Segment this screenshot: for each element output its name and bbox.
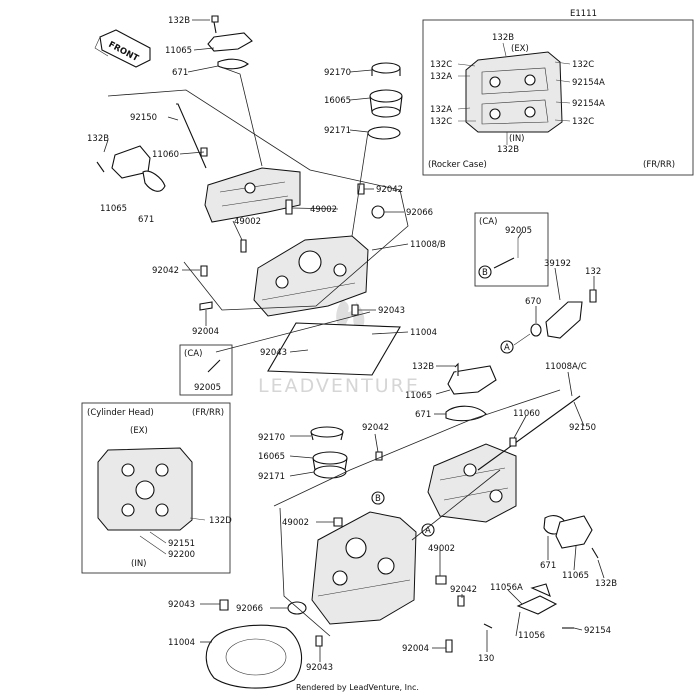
callout-11065-left: 11065 — [100, 204, 127, 214]
callout-130: 130 — [478, 654, 494, 664]
callout-92150-mid: 92150 — [569, 423, 596, 433]
callout-132b-left: 132B — [87, 134, 109, 144]
rocker-label-132c-br: 132C — [572, 117, 594, 127]
rocker-label-in: (IN) — [509, 134, 525, 144]
head-inset-caption: (Cylinder Head) — [87, 408, 154, 418]
callout-11056: 11056 — [518, 631, 545, 641]
rocker-label-92154a-t: 92154A — [572, 78, 605, 88]
ca-label-upper: (CA) — [184, 349, 202, 359]
callout-92005-box: 92005 — [194, 383, 221, 393]
callout-11065-bottom: 11065 — [562, 571, 589, 581]
callout-49002-c: 49002 — [282, 518, 309, 528]
callout-92043-c: 92043 — [168, 600, 195, 610]
rocker-label-132b-bottom: 132B — [497, 145, 519, 155]
rocker-label-132a-bl: 132A — [430, 105, 452, 115]
callout-92066-bottom: 92066 — [236, 604, 263, 614]
rocker-label-132a-tl: 132A — [430, 72, 452, 82]
callout-92043-b: 92043 — [260, 348, 287, 358]
rocker-label-132c-bl: 132C — [430, 117, 452, 127]
diagram-code: E1111 — [570, 9, 597, 19]
head-inset-132d: 132D — [209, 516, 232, 526]
callout-11008ac: 11008A/C — [545, 362, 587, 372]
head-inset-92151: 92151 — [168, 539, 195, 549]
callout-92042-b: 92042 — [152, 266, 179, 276]
footer-credit: Rendered by LeadVenture, Inc. — [296, 683, 419, 692]
ca-box-upper: (CA) 92005 — [179, 344, 233, 396]
ca-label-right: (CA) — [479, 217, 497, 227]
fitting-assembly: A — [500, 289, 597, 354]
callout-92004-top: 92004 — [192, 327, 219, 337]
callout-92066-top: 92066 — [406, 208, 433, 218]
callout-11004-top: 11004 — [410, 328, 437, 338]
callout-92043-d: 92043 — [306, 663, 333, 673]
rocker-label-92154a-b: 92154A — [572, 99, 605, 109]
head-inset-ex: (EX) — [130, 426, 148, 436]
callout-132b-mid: 132B — [412, 362, 434, 372]
cylinder-head-inset: (Cylinder Head) (FR/RR) (EX) 132D 92151 … — [81, 402, 232, 574]
callout-92171-top: 92171 — [324, 126, 351, 136]
callout-11060-top: 11060 — [152, 150, 179, 160]
callout-16065-mid: 16065 — [258, 452, 285, 462]
ref-a-right: A — [504, 343, 510, 353]
leader-lines — [103, 19, 605, 662]
rocker-label-132c-tr: 132C — [572, 60, 594, 70]
rocker-case-inset: 132B (EX) 132C 132A 132A 132C 132C 92154… — [422, 19, 694, 176]
callout-49002-d: 49002 — [428, 544, 455, 554]
callout-92004-bottom: 92004 — [402, 644, 429, 654]
callout-11065-mid: 11065 — [405, 391, 432, 401]
callout-671-bottom: 671 — [540, 561, 556, 571]
callout-670: 670 — [525, 297, 541, 307]
callout-92042-a: 92042 — [376, 185, 403, 195]
rocker-inset-caption: (Rocker Case) — [428, 160, 487, 170]
callout-132b-top: 132B — [168, 16, 190, 26]
callout-39192: 39192 — [544, 259, 571, 269]
callout-11060-mid: 11060 — [513, 409, 540, 419]
ref-a-lower: A — [425, 526, 431, 536]
callout-49002-b: 49002 — [310, 205, 337, 215]
ref-b-ca: B — [482, 268, 488, 278]
callout-132b-bottom: 132B — [595, 579, 617, 589]
upper-assembly — [96, 15, 403, 376]
head-inset-92200: 92200 — [168, 550, 195, 560]
callout-49002-a: 49002 — [234, 217, 261, 227]
callout-11056a: 11056A — [490, 583, 523, 593]
callout-92042-c: 92042 — [362, 423, 389, 433]
callout-92170-mid: 92170 — [258, 433, 285, 443]
callout-11065-top: 11065 — [165, 46, 192, 56]
rocker-label-132c-tl: 132C — [430, 60, 452, 70]
ref-b-lower: B — [375, 494, 381, 504]
watermark-text: LEADVENTURE — [258, 375, 420, 397]
callout-671-mid: 671 — [415, 410, 431, 420]
ca-box-right: (CA) 92005 B — [474, 212, 549, 287]
callout-92154: 92154 — [584, 626, 611, 636]
callout-92171-mid: 92171 — [258, 472, 285, 482]
rocker-inset-variant: (FR/RR) — [643, 160, 675, 170]
front-arrow: FRONT — [94, 29, 151, 68]
callout-132-right: 132 — [585, 267, 601, 277]
callout-92170-top: 92170 — [324, 68, 351, 78]
head-inset-in: (IN) — [131, 559, 147, 569]
callout-92042-d: 92042 — [450, 585, 477, 595]
callout-labels: 132B 11065 671 92170 16065 92171 92150 1… — [87, 16, 617, 673]
callout-92150-top: 92150 — [130, 113, 157, 123]
callout-671-left: 671 — [138, 215, 154, 225]
callout-92043-a: 92043 — [378, 306, 405, 316]
rocker-label-132b-top: 132B — [492, 33, 514, 43]
head-inset-variant: (FR/RR) — [192, 408, 224, 418]
callout-11004-bottom: 11004 — [168, 638, 195, 648]
callout-92005-ca: 92005 — [505, 226, 532, 236]
callout-11008b: 11008/B — [410, 240, 446, 250]
rocker-label-ex: (EX) — [511, 44, 529, 54]
callout-16065-top: 16065 — [324, 96, 351, 106]
callout-671-top: 671 — [172, 68, 188, 78]
